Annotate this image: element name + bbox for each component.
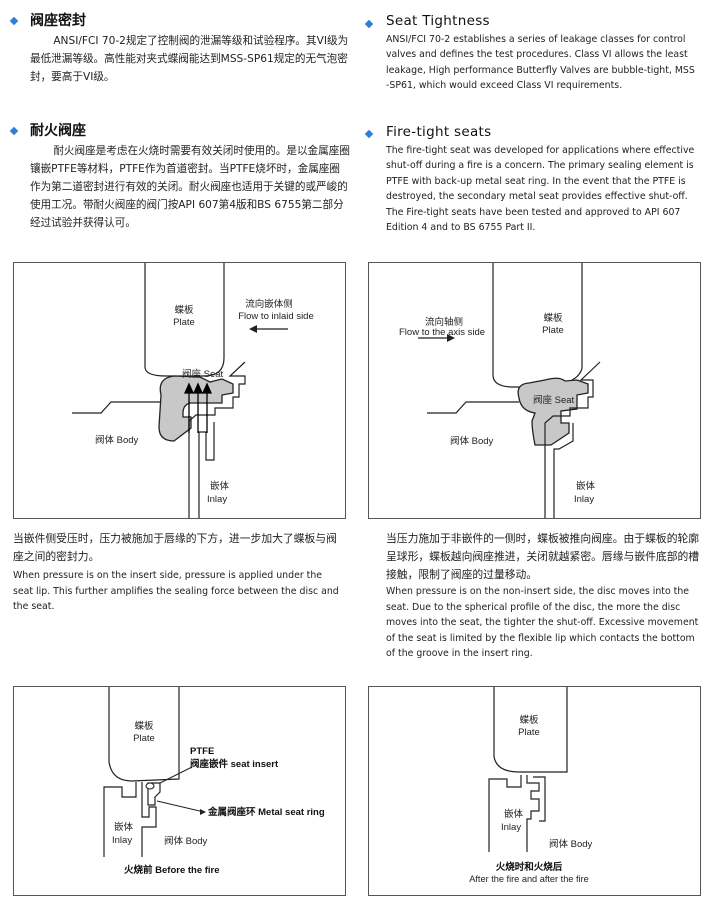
section-title-seat-tightness-cn: 阀座密封	[30, 13, 86, 29]
flow-label-cn: 流向轴侧	[425, 316, 463, 328]
seat-insert-label: 阀座嵌件 seat insert	[190, 758, 279, 770]
section-title-fire-tight-cn: 耐火阀座	[30, 123, 86, 139]
plate-label-cn: 蝶板	[519, 714, 539, 726]
inlay-label-cn: 嵌体	[114, 821, 134, 833]
diagram-1-drawing: 蝶板 Plate 流向嵌体侧 Flow to inlaid side 阀座 Se…	[72, 263, 314, 518]
section-title-fire-tight-en: Fire-tight seats	[386, 124, 492, 140]
metal-seat-ring-label: 金属阀座环 Metal seat ring	[207, 806, 325, 818]
caption-1-cn: 当嵌件侧受压时，压力被施加于唇缘的下方，进一步加大了蝶板与阀座之间的密封力。	[13, 532, 337, 563]
section-body-seat-tightness-en: ANSI/FCI 70-2 establishes a series of le…	[386, 34, 695, 92]
diagram-seat-inlaid-side: 蝶板 Plate 流向嵌体侧 Flow to inlaid side 阀座 Se…	[13, 262, 346, 519]
diagram-4-drawing: 蝶板 Plate 嵌体 Inlay 阀体 Body 火烧时和火烧后 After …	[469, 687, 593, 884]
body-label: 阀体 Body	[95, 434, 139, 446]
body-label: 阀体 Body	[549, 838, 593, 850]
diagram-4-caption-cn: 火烧时和火烧后	[496, 861, 563, 873]
seat-label: 阀座 Seat	[533, 394, 575, 406]
bullet-icon	[9, 126, 19, 136]
bullet-icon	[9, 16, 19, 26]
section-title-seat-tightness-en: Seat Tightness	[386, 13, 490, 29]
bullet-icon	[364, 19, 374, 29]
caption-2-cn: 当压力施加于非嵌件的一侧时，蝶板被推向阀座。由于蝶板的轮廓呈球形，蝶板越向阀座推…	[386, 532, 700, 581]
inlay-label-cn: 嵌体	[576, 480, 596, 492]
inlay-label-cn: 嵌体	[210, 480, 230, 492]
diagram-3-drawing: 蝶板 Plate PTFE 阀座嵌件 seat insert 金属阀座环 Met…	[103, 687, 325, 876]
plate-label-cn: 蝶板	[174, 304, 194, 316]
bullet-icon	[364, 129, 374, 139]
ptfe-label: PTFE	[190, 746, 214, 757]
flow-label-en: Flow to inlaid side	[238, 311, 314, 322]
caption-2-en: When pressure is on the non-insert side,…	[386, 586, 699, 660]
plate-label-cn: 蝶板	[543, 312, 563, 324]
section-body-seat-tightness-cn: ANSI/FCI 70-2规定了控制阀的泄漏等级和试验程序。其VI级为最低泄漏等…	[30, 35, 349, 83]
flow-label-cn: 流向嵌体侧	[245, 298, 293, 310]
diagram-4-caption-en: After the fire and after the fire	[469, 874, 589, 884]
plate-label-cn: 蝶板	[134, 720, 154, 732]
inlay-label-en: Inlay	[574, 494, 594, 505]
inlay-label-en: Inlay	[112, 835, 132, 846]
plate-label-en: Plate	[542, 325, 564, 336]
inlay-label-cn: 嵌体	[504, 808, 524, 820]
diagram-2-drawing: 蝶板 Plate 流向轴侧 Flow to the axis side 阀座 S…	[399, 263, 601, 518]
section-body-fire-tight-en: The fire-tight seat was developed for ap…	[386, 145, 695, 234]
body-label: 阀体 Body	[450, 435, 494, 447]
caption-1-en: When pressure is on the insert side, pre…	[13, 570, 339, 613]
inlay-label-en: Inlay	[207, 494, 227, 505]
diagram-seat-axis-side: 蝶板 Plate 流向轴侧 Flow to the axis side 阀座 S…	[368, 262, 701, 519]
seat-label: 阀座 Seat	[182, 368, 224, 380]
diagram-before-fire: 蝶板 Plate PTFE 阀座嵌件 seat insert 金属阀座环 Met…	[13, 686, 346, 896]
plate-label-en: Plate	[518, 727, 540, 738]
inlay-label-en: Inlay	[501, 822, 521, 833]
body-label: 阀体 Body	[164, 835, 208, 847]
diagram-3-caption: 火烧前 Before the fire	[124, 864, 220, 876]
plate-label-en: Plate	[133, 733, 155, 744]
flow-label-en: Flow to the axis side	[399, 327, 485, 338]
section-body-fire-tight-cn: 耐火阀座是考虑在火烧时需要有效关闭时使用的。是以金属座圈镶嵌PTFE等材料，PT…	[30, 145, 350, 229]
plate-label-en: Plate	[173, 317, 195, 328]
diagram-after-fire: 蝶板 Plate 嵌体 Inlay 阀体 Body 火烧时和火烧后 After …	[368, 686, 701, 896]
